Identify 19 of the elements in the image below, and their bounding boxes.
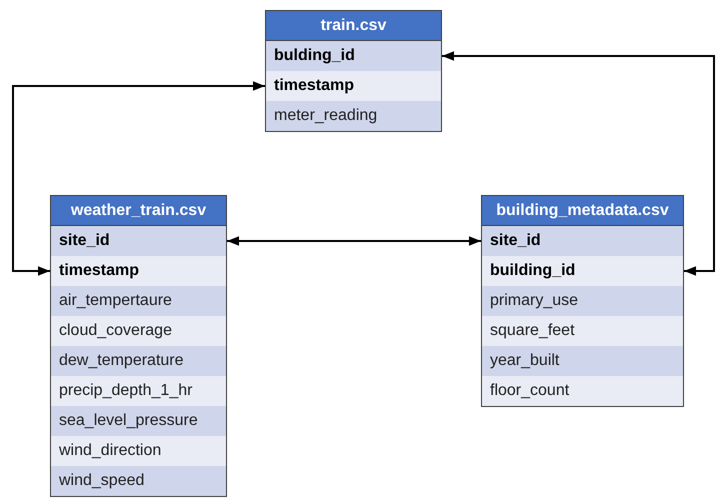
connector-arrow: [227, 236, 481, 246]
connector-arrow: [12, 81, 265, 276]
table-row: year_built: [482, 346, 683, 376]
table-row: site_id: [51, 226, 226, 256]
table-row: wind_speed: [51, 466, 226, 496]
table-row: air_tempertaure: [51, 286, 226, 316]
table-row: bulding_id: [266, 41, 441, 71]
table-row: primary_use: [482, 286, 683, 316]
table-row: site_id: [482, 226, 683, 256]
table-card: [50, 195, 227, 497]
table-card: [265, 10, 442, 132]
table-row: dew_temperature: [51, 346, 226, 376]
table-row: meter_reading: [266, 101, 441, 131]
table-card: [481, 195, 684, 407]
table-header: building_metadata.csv: [482, 196, 683, 226]
table-row: sea_level_pressure: [51, 406, 226, 436]
table-header: weather_train.csv: [51, 196, 226, 226]
connector-arrow: [442, 51, 715, 276]
table-header: train.csv: [266, 11, 441, 41]
